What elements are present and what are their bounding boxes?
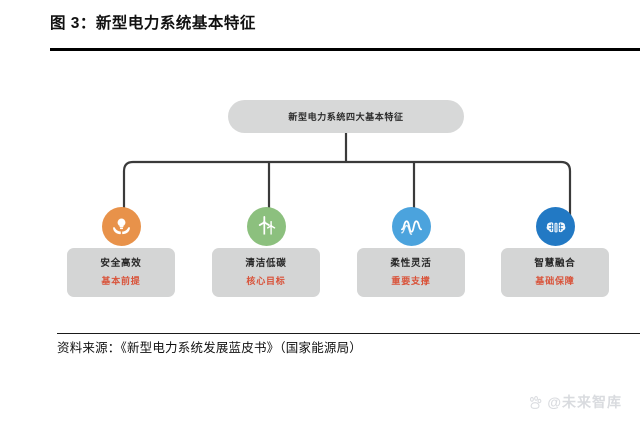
source-note: 资料来源：《新型电力系统发展蓝皮书》（国家能源局） bbox=[57, 341, 363, 355]
brain-network-icon bbox=[536, 207, 575, 246]
leaf-subtitle-2: 核心目标 bbox=[246, 276, 286, 286]
connector-lines bbox=[122, 133, 572, 215]
watermark-text: @未来智库 bbox=[547, 394, 622, 410]
leaf-title-2: 清洁低碳 bbox=[245, 258, 287, 269]
leaf-title-1: 安全高效 bbox=[100, 258, 142, 269]
diagram-leaf-node-1: 安全高效 基本前提 bbox=[67, 248, 175, 297]
leaf-title-3: 柔性灵活 bbox=[390, 258, 432, 269]
diagram-leaf-node-4: 智慧融合 基础保障 bbox=[501, 248, 609, 297]
diagram-leaf-node-3: 柔性灵活 重要支撑 bbox=[357, 248, 465, 297]
diagram-leaf-node-2: 清洁低碳 核心目标 bbox=[212, 248, 320, 297]
leaf-subtitle-3: 重要支撑 bbox=[391, 276, 431, 286]
diagram-canvas: 新型电力系统四大基本特征 安全高效 基本前提 bbox=[0, 55, 640, 315]
figure-header: 图 3：新型电力系统基本特征 bbox=[50, 14, 640, 34]
waveform-icon bbox=[392, 207, 431, 246]
hands-holding-lightbulb-icon bbox=[102, 207, 141, 246]
title-divider bbox=[50, 48, 640, 51]
paw-logo-icon bbox=[530, 395, 542, 409]
leaf-title-4: 智慧融合 bbox=[534, 258, 576, 269]
leaf-subtitle-1: 基本前提 bbox=[101, 276, 141, 286]
diagram-root-node: 新型电力系统四大基本特征 bbox=[228, 100, 464, 133]
page-title: 图 3：新型电力系统基本特征 bbox=[50, 15, 256, 32]
watermark: @未来智库 bbox=[528, 392, 622, 412]
wind-turbine-icon bbox=[247, 207, 286, 246]
diagram-root-label: 新型电力系统四大基本特征 bbox=[288, 112, 404, 122]
leaf-subtitle-4: 基础保障 bbox=[535, 276, 575, 286]
source-divider bbox=[57, 333, 640, 335]
